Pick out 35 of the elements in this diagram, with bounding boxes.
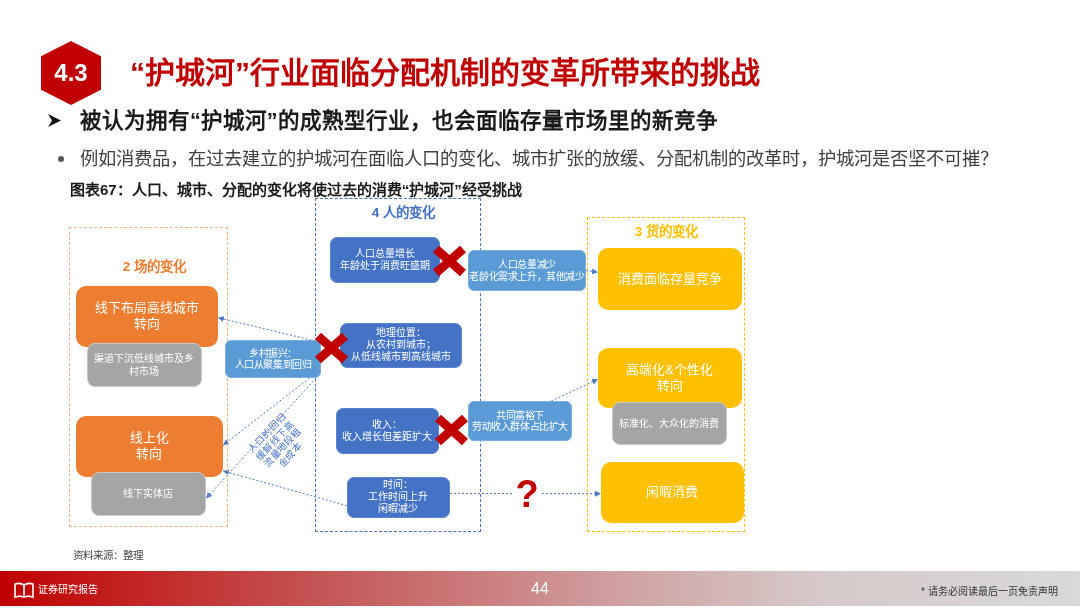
arrow — [222, 469, 348, 507]
arrow — [550, 378, 599, 402]
dashed-frame — [587, 217, 745, 532]
group-heading: 3 货的变化 — [634, 223, 699, 240]
page-number: 44 — [531, 579, 549, 598]
sub-box: 渠道下沉低线城市及乡村市场 — [86, 342, 202, 387]
bullet-text: 例如消费品，在过去建立的护城河在面临人口的变化、城市扩张的放缓、分配机制的改革时，护城河是否坚不可摧？ — [80, 147, 998, 171]
group-heading: 2 场的变化 — [122, 258, 187, 275]
rounded-box: 线下布局高线城市转向 — [75, 285, 218, 347]
arrow — [585, 268, 599, 275]
footer-text: 证券研究报告 — [38, 583, 98, 597]
factor-box: 收入： 收入增长但差距扩大 — [335, 407, 439, 454]
rounded-box: 消费面临存量竞争 — [597, 247, 742, 310]
sub-box: 线下实体店 — [90, 471, 206, 516]
arrow — [449, 490, 602, 497]
factor-box: 地理位置： 从农村到城市； 从低线城市到高线城市 — [339, 322, 462, 368]
factor-box: 人口总量增长 年龄处于消费旺盛期 — [329, 236, 440, 283]
note-box: 乡村振兴： 人口从聚集到回归 — [225, 340, 321, 378]
rounded-box: 闲暇消费 — [600, 461, 744, 523]
note-box: 共同富裕下 劳动收入群体占比扩大 — [468, 401, 572, 441]
dashed-frame — [69, 227, 228, 527]
figure-caption: 图表67：人口、城市、分配的变化将使过去的消费“护城河”经受挑战 — [70, 181, 522, 199]
factor-box: 时间： 工作时间上升 闲暇减少 — [346, 476, 450, 518]
arrow — [222, 377, 310, 446]
rounded-box: 线上化转向 — [75, 415, 223, 477]
source-note: 资料来源：整理 — [73, 548, 143, 562]
disclaimer-note: * 请务必阅读最后一页免责声明 — [921, 585, 1058, 598]
section-badge: 4.3 — [41, 41, 101, 105]
slide-title: “护城河”行业面临分配机制的变革所带来的挑战 — [130, 55, 760, 91]
note-box: 人口总量减少 老龄化需求上升，其他减少 — [468, 250, 586, 291]
group-heading: 4 人的变化 — [371, 204, 436, 221]
edge-label: 人口的回归缓解线下高流量地段租金成本 — [244, 410, 306, 472]
rounded-box: 高端化&个性化转向 — [597, 347, 742, 408]
bullet-heading: 被认为拥有“护城河”的成熟型行业，也会面临存量市场里的新竞争 — [80, 108, 718, 134]
sub-box: 标准化、大众化的消费 — [611, 401, 727, 445]
